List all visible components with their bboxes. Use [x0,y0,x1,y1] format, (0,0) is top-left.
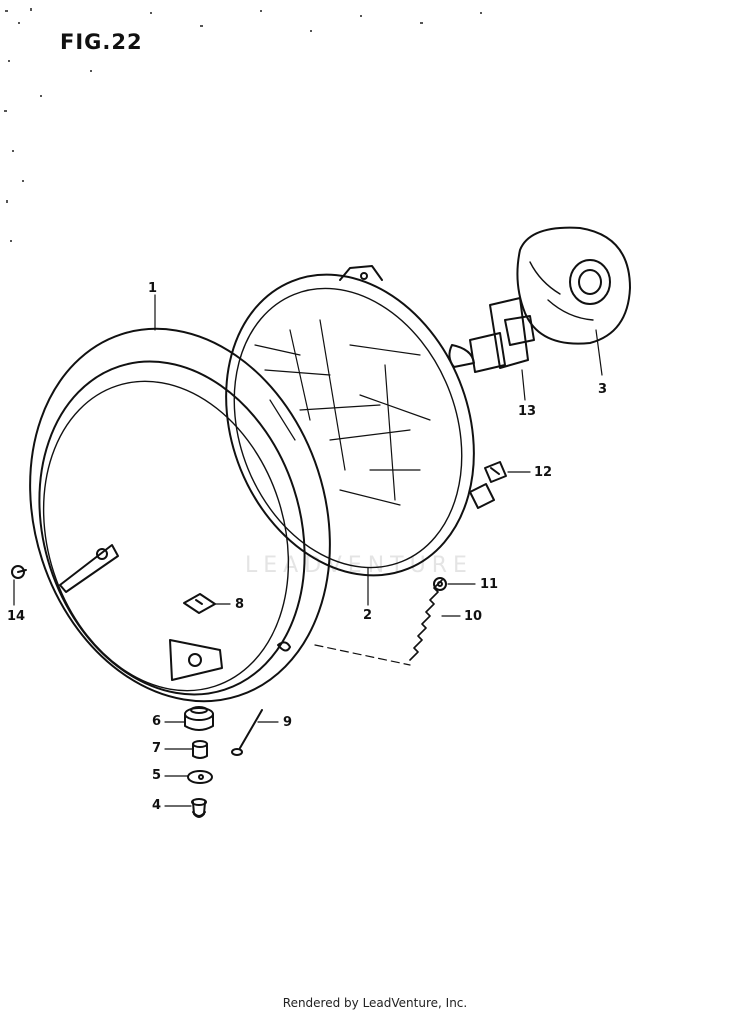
callout-11: 11 [480,577,499,592]
part-9-bolt [231,709,263,756]
part-2-lens-unit [225,265,495,577]
part-8-nut [183,593,216,614]
part-4-bolt [191,798,207,818]
figure-title: FIG.22 [60,30,143,54]
callout-7: 7 [152,741,162,756]
part-1-headlight-housing [29,327,331,703]
scan-noise [4,8,482,242]
callout-9: 9 [283,715,293,730]
part-5-washer [187,770,213,784]
render-credit: Rendered by LeadVenture, Inc. [282,996,468,1010]
part-12-clip [484,461,507,483]
part-13-bulb [448,297,535,401]
callout-12: 12 [534,465,553,480]
callout-2: 2 [363,608,373,623]
assembly-dash-line [314,644,411,666]
part-10-spring [409,579,443,661]
callout-10: 10 [464,609,483,624]
callout-4: 4 [152,798,162,813]
callout-1: 1 [148,281,158,296]
callout-3: 3 [598,382,608,397]
callout-5: 5 [152,768,162,783]
callout-13: 13 [518,404,537,419]
callout-8: 8 [235,597,245,612]
callout-6: 6 [152,714,162,729]
part-6-grommet [184,706,214,731]
part-14-screw [11,565,27,579]
part-11-washer [433,577,447,591]
part-3-socket-cover [516,226,631,376]
callout-14: 14 [7,609,26,624]
part-7-collar [192,740,208,759]
